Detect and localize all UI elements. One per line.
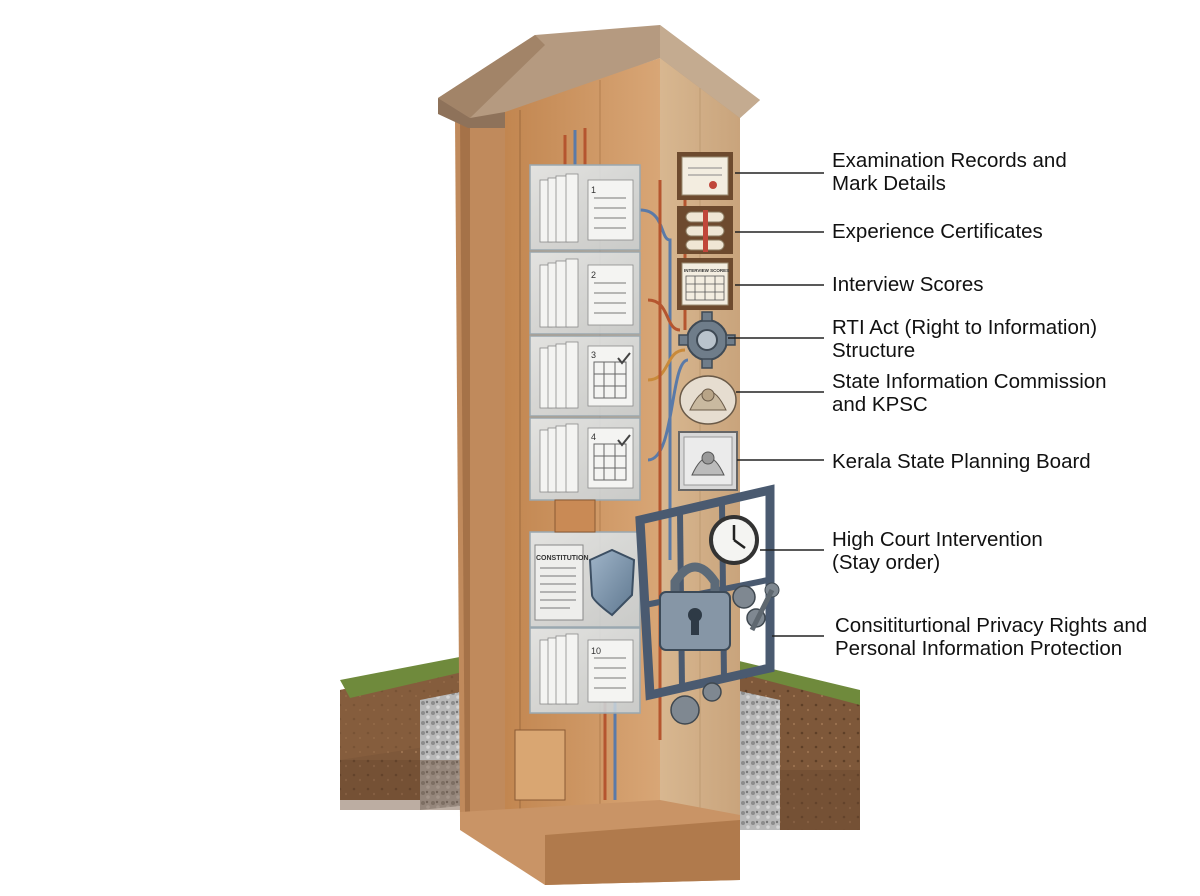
score-board-label: INTERVIEW SCORES	[684, 268, 729, 273]
callout-text-line: Experience Certificates	[832, 220, 1043, 243]
constitution-panel: CONSTITUTION	[534, 544, 636, 621]
document-cases: 1 2 3 4 10	[529, 164, 641, 714]
callout-text-line: Kerala State Planning Board	[832, 450, 1091, 473]
callout-experience-certificates: Experience Certificates	[832, 220, 1043, 243]
callout-high-court: High Court Intervention (Stay order)	[832, 528, 1043, 574]
emblem-plaque-icon	[678, 431, 738, 491]
callout-state-information-commission: State Information Commission and KPSC	[832, 370, 1107, 416]
callout-planning-board: Kerala State Planning Board	[832, 450, 1091, 473]
callout-text-line: Interview Scores	[832, 273, 984, 296]
callout-text-line: State Information Commission	[832, 370, 1107, 393]
privacy-lock-frame	[635, 484, 780, 725]
callout-text-line: Examination Records and	[832, 149, 1067, 172]
ground-right	[735, 660, 860, 830]
callout-text-line: High Court Intervention	[832, 528, 1043, 551]
folder-number-3: 3	[591, 350, 596, 360]
folder-number-4: 4	[591, 432, 596, 442]
callout-interview-scores: Interview Scores	[832, 273, 984, 296]
folder-number-10: 10	[591, 646, 601, 656]
scroll-icon	[677, 206, 733, 254]
callout-text-line: (Stay order)	[832, 551, 941, 574]
callout-text-line: Structure	[832, 339, 916, 362]
shield-icon	[588, 548, 636, 617]
callout-examination-records: Examination Records and Mark Details	[832, 149, 1067, 195]
score-grid-icon: INTERVIEW SCORES	[677, 258, 733, 310]
emblem-icon	[679, 375, 737, 425]
folder-number-1: 1	[591, 185, 596, 195]
callout-text-line: Personal Information Protection	[835, 637, 1123, 660]
tower-roof	[438, 25, 760, 128]
padlock-icon	[659, 562, 731, 651]
clock-icon	[709, 515, 759, 565]
leader-lines	[728, 172, 824, 637]
callout-privacy-rights: Consititurtional Privacy Rights and Pers…	[835, 614, 1147, 660]
certificate-icon	[677, 152, 733, 200]
ground-left	[340, 655, 480, 810]
folder-number-2: 2	[591, 270, 596, 280]
callout-text-line: RTI Act (Right to Information)	[832, 316, 1098, 339]
constitution-label: CONSTITUTION	[536, 555, 589, 562]
callout-rti-act: RTI Act (Right to Information) Structure	[832, 316, 1097, 362]
callout-text-line: Consititurtional Privacy Rights and	[835, 614, 1148, 637]
callout-text-line: Mark Details	[832, 172, 946, 195]
callout-text-line: and KPSC	[832, 393, 928, 416]
gear-icon	[678, 311, 736, 369]
